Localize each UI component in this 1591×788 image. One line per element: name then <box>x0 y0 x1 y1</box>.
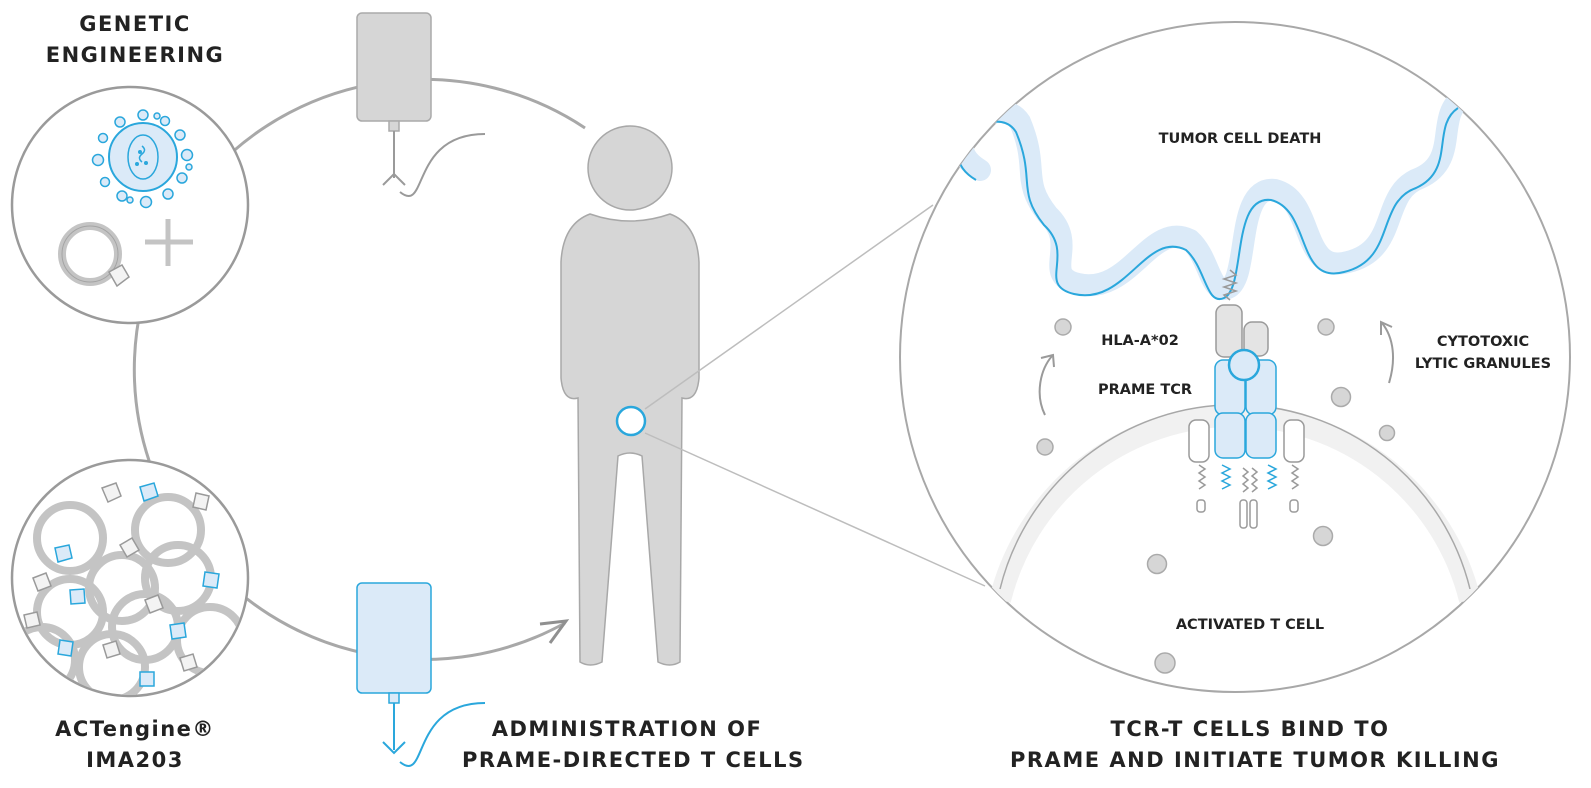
genetic-engineering-circle <box>10 85 250 325</box>
zoom-line-top <box>644 204 934 410</box>
genetic-engineering-label: GENETIC ENGINEERING <box>40 9 230 71</box>
plus-icon <box>145 219 193 266</box>
bind-label: TCR-T CELLS BIND TO PRAME AND INITIATE T… <box>1010 714 1500 776</box>
administration-label-line-2: PRAME-DIRECTED T CELLS <box>462 748 805 772</box>
plasmid-icon <box>58 222 130 288</box>
activated-t-cell-label: ACTIVATED T CELL <box>1175 617 1325 633</box>
administration-label: ADMINISTRATION OF PRAME-DIRECTED T CELLS <box>462 714 805 776</box>
prame-peptide <box>1227 348 1261 382</box>
blue-infusion-bag-icon <box>356 582 486 767</box>
left-curved-arrow <box>1038 355 1053 416</box>
genetic-engineering-label-line-1: GENETIC <box>79 12 191 36</box>
administration-label-line-1: ADMINISTRATION OF <box>491 717 763 741</box>
prame-tcr-label: PRAME TCR <box>1097 382 1193 398</box>
cytotoxic-label-line-2: LYTIC GRANULES <box>1414 356 1552 372</box>
lytic-granules <box>1036 318 1396 674</box>
t-cells-circle <box>10 458 250 698</box>
cytotoxic-label: CYTOTOXIC LYTIC GRANULES <box>1398 331 1568 375</box>
bind-label-line-1: TCR-T CELLS BIND TO <box>1110 717 1390 741</box>
product-label: ACTengine® IMA203 <box>40 714 230 776</box>
hla-label: HLA-A*02 <box>1101 333 1179 349</box>
zoom-focus-circle <box>615 405 647 437</box>
product-label-line-1: ACTengine® <box>55 717 215 741</box>
right-curved-arrow <box>1381 322 1394 384</box>
patient-figure-icon <box>560 125 700 666</box>
gray-infusion-bag-icon <box>356 12 486 198</box>
product-label-line-2: IMA203 <box>86 748 184 772</box>
cytotoxic-label-line-1: CYTOTOXIC <box>1436 334 1530 350</box>
cycle-arrowhead <box>539 619 570 644</box>
tcr-complex <box>1188 348 1305 529</box>
genetic-engineering-label-line-2: ENGINEERING <box>45 43 225 67</box>
zoom-line-bottom <box>644 432 986 587</box>
bind-label-line-2: PRAME AND INITIATE TUMOR KILLING <box>1010 748 1500 772</box>
zoom-circle <box>899 21 1571 693</box>
hla-molecule <box>1215 269 1269 358</box>
tumor-cell-death-label: TUMOR CELL DEATH <box>1158 131 1322 147</box>
virus-icon <box>91 109 194 209</box>
